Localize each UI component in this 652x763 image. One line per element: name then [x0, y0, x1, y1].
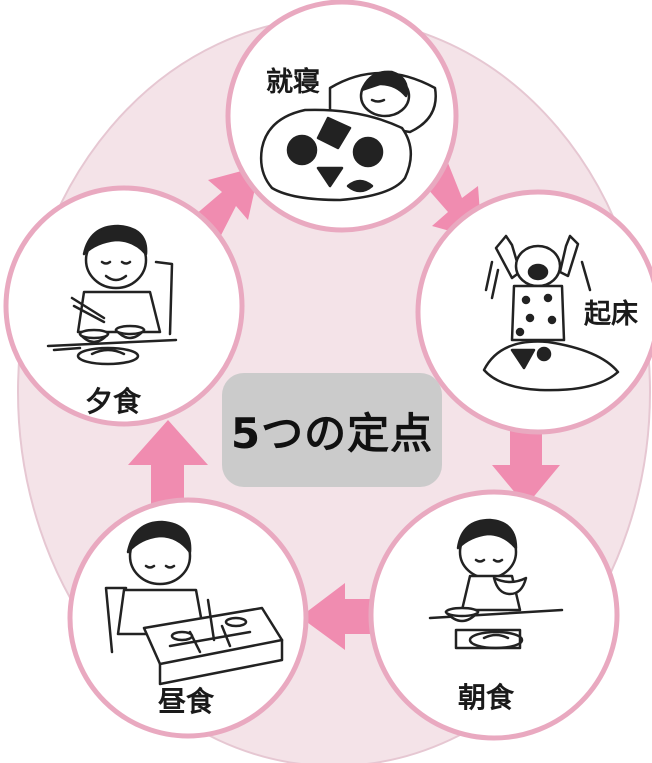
breakfast-person-icon [428, 518, 564, 650]
dinner-person-icon [46, 224, 178, 366]
label-lunch: 昼食 [158, 685, 215, 718]
label-breakfast: 朝食 [458, 681, 515, 714]
label-wake: 起床 [584, 299, 638, 330]
arrow-lunch-to-dinner [128, 420, 208, 510]
label-sleep: 就寝 [266, 67, 320, 98]
arrow-wake-to-breakfast [492, 422, 560, 506]
center-title: 5つの定点 [230, 408, 434, 458]
center-title-box: 5つの定点 [222, 373, 442, 487]
lunch-person-icon [104, 520, 284, 686]
sleeping-person-icon [259, 70, 437, 202]
waking-person-icon [482, 234, 620, 392]
arrow-breakfast-to-lunch [300, 583, 378, 650]
center-box-bg [222, 373, 442, 487]
label-dinner: 夕食 [85, 385, 142, 418]
